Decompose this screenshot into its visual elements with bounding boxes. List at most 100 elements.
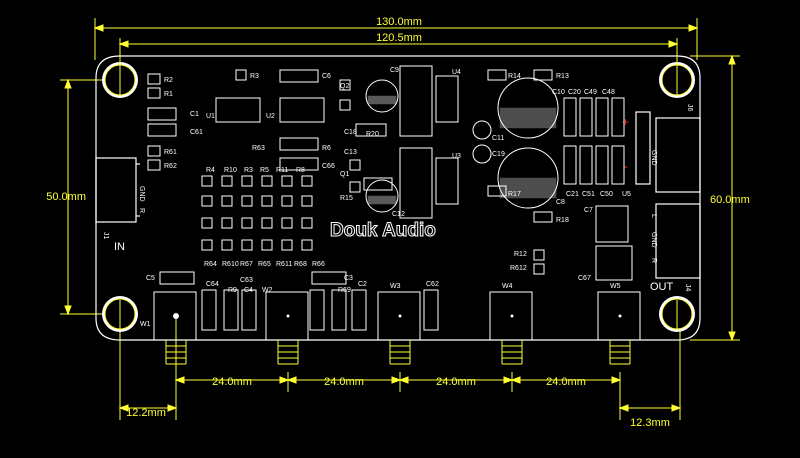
label-c63: C63 [240, 277, 253, 284]
label-c61: C61 [190, 129, 203, 136]
j4-r-label: R [650, 258, 657, 263]
label-c50: C50 [600, 191, 613, 198]
label-r17: R17 [508, 191, 521, 198]
capacitor-hatching [367, 95, 557, 205]
label-r5: R5 [260, 167, 269, 174]
dim-overall-height: 60.0mm [710, 194, 750, 206]
label-r62: R62 [164, 163, 177, 170]
label-c6: C6 [322, 73, 331, 80]
label-r4: R4 [206, 167, 215, 174]
label-c66: C66 [322, 163, 335, 170]
label-c4: C4 [244, 287, 253, 294]
j4-l-label: L [650, 214, 657, 218]
label-c12: C12 [392, 211, 405, 218]
label-q2: Q2 [340, 83, 349, 90]
label-c5: C5 [146, 275, 155, 282]
label-u3: U3 [452, 153, 461, 160]
label-c19: C19 [492, 151, 505, 158]
label-r11: R11 [276, 167, 288, 174]
label-c7: C7 [584, 207, 593, 214]
j6-label: J6 [686, 104, 693, 112]
resistor-grid [201, 175, 313, 251]
label-r9: R9 [228, 287, 237, 294]
label-c18: C18 [344, 129, 357, 136]
label-u1: U1 [206, 113, 215, 120]
label-r3: R3 [250, 73, 259, 80]
label-c48: C48 [602, 89, 615, 96]
potentiometers: W1 W2 W3 W4 W5 [140, 283, 641, 365]
label-r12: R12 [514, 251, 527, 258]
component-footprints [147, 65, 633, 331]
label-c2: C2 [358, 281, 367, 288]
label-r20: R20 [366, 131, 379, 138]
input-connector [95, 157, 140, 223]
label-c21: C21 [566, 191, 579, 198]
pcb-outline [95, 55, 701, 341]
pot-w5-label: W5 [610, 283, 621, 290]
label-c10: C10 [552, 89, 565, 96]
label-c9: C9 [390, 67, 399, 74]
electrolytic-capacitors [365, 77, 559, 213]
label-r18: R18 [556, 217, 569, 224]
label-r3b: R3 [244, 167, 253, 174]
dimension-lines [60, 18, 740, 420]
dim-hole-height: 50.0mm [46, 191, 86, 203]
dim-pot-spacing-4: 24.0mm [546, 376, 586, 388]
label-r610: R610 [222, 261, 239, 268]
label-c62: C62 [426, 281, 439, 288]
label-u5: U5 [622, 191, 631, 198]
label-r10: R10 [224, 167, 237, 174]
label-r64: R64 [204, 261, 217, 268]
label-u4: U4 [452, 69, 461, 76]
silkscreen-labels: R2 R1 C1 C61 R61 R62 R3 U1 U2 C6 R63 R6 … [146, 67, 631, 294]
dim-right-offset: 12.3mm [630, 417, 670, 429]
polarity-minus: - [624, 159, 628, 173]
label-r61: R61 [164, 149, 177, 156]
j1-gnd-label: GND [138, 186, 145, 202]
label-r13: R13 [556, 73, 569, 80]
label-r612: R612 [510, 265, 527, 272]
pot-w1-label: W1 [140, 321, 151, 328]
brand-logo: Douk Audio [330, 220, 436, 241]
label-r15: R15 [340, 195, 353, 202]
label-r66: R66 [312, 261, 325, 268]
label-r1: R1 [164, 91, 173, 98]
dim-pot-spacing-1: 24.0mm [212, 376, 252, 388]
label-r67: R67 [240, 261, 253, 268]
pot-w4-label: W4 [502, 283, 513, 290]
j4-gnd-label: GND [650, 232, 657, 248]
label-c51: C51 [582, 191, 595, 198]
input-label: IN [114, 241, 125, 253]
dim-pot-spacing-2: 24.0mm [324, 376, 364, 388]
label-r14: R14 [508, 73, 521, 80]
output-connectors [635, 111, 701, 279]
label-c11: C11 [492, 135, 504, 142]
label-c1: C1 [190, 111, 199, 118]
pot-w2-label: W2 [262, 287, 273, 294]
pot-w3-label: W3 [390, 283, 401, 290]
label-r68: R68 [294, 261, 307, 268]
label-q1: Q1 [340, 171, 349, 178]
label-c49: C49 [584, 89, 597, 96]
dim-hole-width: 120.5mm [376, 32, 422, 44]
label-r4b: R6 [322, 145, 331, 152]
j4-label: J4 [684, 284, 691, 292]
label-r8: R8 [296, 167, 305, 174]
label-u2: U2 [266, 113, 275, 120]
label-c8: C8 [556, 199, 565, 206]
label-c13: C13 [344, 149, 357, 156]
label-c64: C64 [206, 281, 219, 288]
output-label: OUT [650, 281, 674, 293]
j1-label: J1 [102, 232, 109, 240]
label-r63: R63 [252, 145, 265, 152]
label-c20: C20 [568, 89, 581, 96]
label-r2: R2 [164, 77, 173, 84]
label-r69: R69 [338, 287, 351, 294]
label-c3: C3 [344, 275, 353, 282]
label-c67: C67 [578, 275, 591, 282]
label-r611: R611 [276, 261, 292, 268]
dim-pot-spacing-3: 24.0mm [436, 376, 476, 388]
dim-overall-width: 130.0mm [376, 16, 422, 28]
label-r65: R65 [258, 261, 271, 268]
